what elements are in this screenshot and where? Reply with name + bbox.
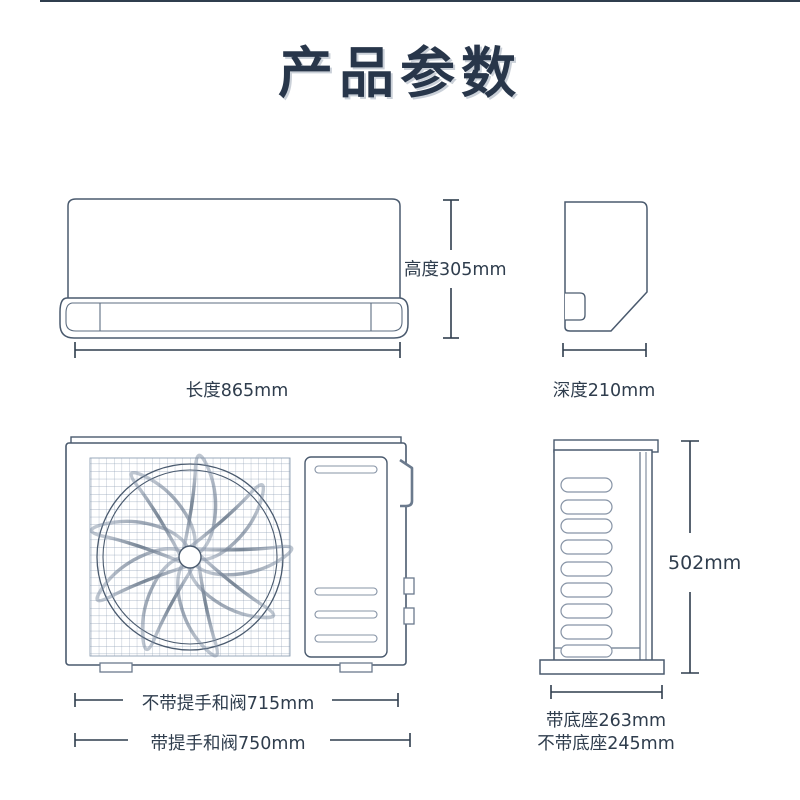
- indoor-length-label: 长度865mm: [185, 381, 289, 401]
- outdoor-width-no-handle-label: 不带提手和阀715mm: [141, 694, 315, 714]
- indoor-depth-dimension: [562, 343, 647, 357]
- outdoor-width-with-handle-dimension: [74, 733, 411, 747]
- indoor-length-dimension: [74, 342, 401, 358]
- outdoor-depth-with-base-label: 带底座263mm: [546, 711, 666, 731]
- outdoor-height-dimension: [681, 440, 699, 674]
- indoor-unit-side-view: [562, 201, 648, 357]
- indoor-depth-label: 深度210mm: [552, 381, 656, 401]
- outdoor-unit-side-view: [539, 439, 699, 699]
- page-title: 产品参数: [277, 41, 522, 105]
- indoor-height-label: 高度305mm: [404, 260, 507, 280]
- outdoor-width-with-handle-label: 带提手和阀750mm: [150, 734, 306, 754]
- outdoor-unit-front-view: [65, 436, 415, 747]
- outdoor-height-label: 502mm: [668, 552, 742, 574]
- page-top-rule: [40, 0, 800, 2]
- outdoor-depth-no-base-label: 不带底座245mm: [537, 734, 675, 754]
- indoor-unit-front-view: [59, 198, 459, 358]
- outdoor-depth-dimension: [550, 685, 663, 699]
- outdoor-width-no-handle-dimension: [74, 693, 399, 707]
- indoor-height-dimension: [443, 199, 459, 339]
